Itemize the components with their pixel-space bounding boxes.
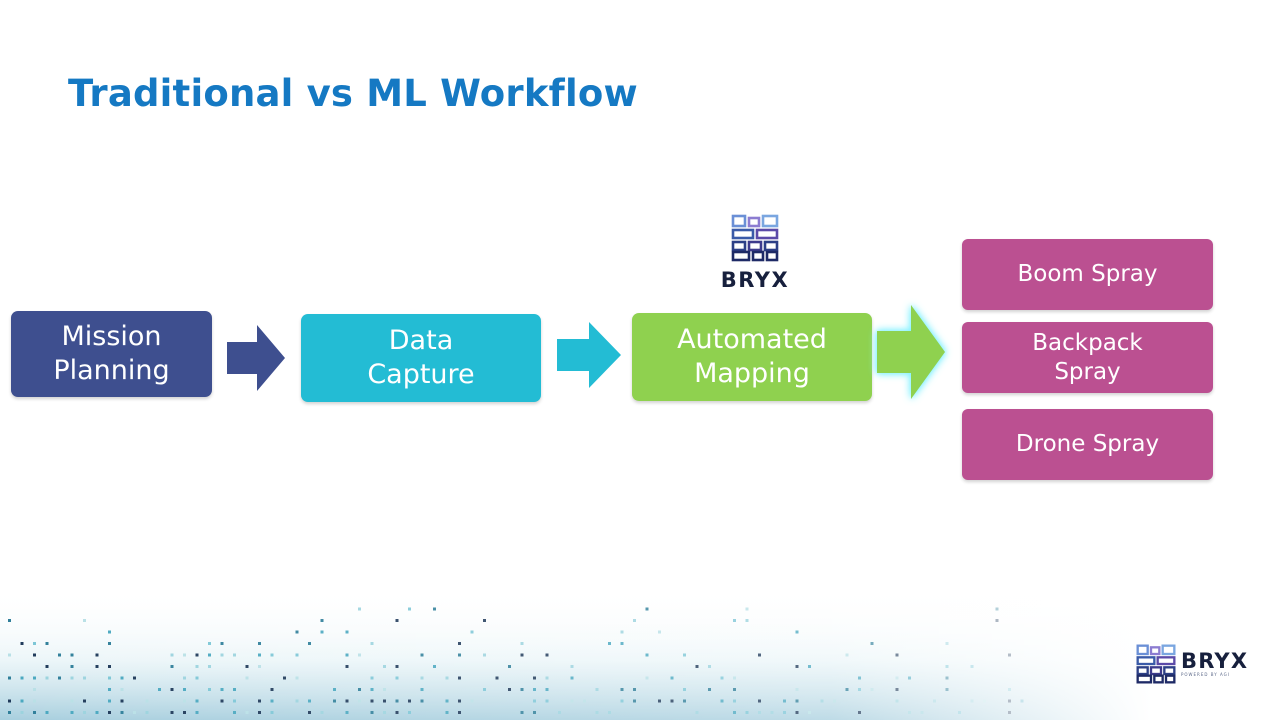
option-boom-spray: Boom Spray <box>962 239 1213 310</box>
step-data-capture-line1: Data <box>388 325 454 356</box>
step-automated-mapping-line1: Automated <box>677 324 827 355</box>
step-data-capture: Data Capture <box>301 314 541 402</box>
step-mission-planning-line1: Mission <box>61 321 162 352</box>
dot-pattern-decoration <box>0 588 1280 720</box>
bryx-corner-logo: BRYX POWERED BY AGI <box>1136 644 1248 684</box>
bryx-logo: BRYX <box>720 214 790 292</box>
step-mission-planning: Mission Planning <box>11 311 212 397</box>
step-data-capture-line2: Capture <box>367 359 475 390</box>
bryx-corner-logo-tagline: POWERED BY AGI <box>1181 672 1230 677</box>
step-automated-mapping-line2: Mapping <box>694 358 810 389</box>
option-backpack-spray: Backpack Spray <box>962 322 1213 393</box>
arrow-right-icon <box>227 325 285 391</box>
bryx-logo-icon <box>1136 644 1176 684</box>
bryx-logo-icon <box>731 214 779 262</box>
step-mission-planning-line2: Planning <box>53 355 170 386</box>
option-boom-spray-label: Boom Spray <box>1017 261 1158 287</box>
bryx-logo-text: BRYX <box>720 268 790 292</box>
option-backpack-spray-line2: Spray <box>1054 358 1121 385</box>
arrow-right-icon <box>557 322 621 388</box>
bryx-corner-logo-text: BRYX <box>1181 649 1249 673</box>
step-automated-mapping: Automated Mapping <box>632 313 872 401</box>
slide-title: Traditional vs ML Workflow <box>68 72 638 115</box>
option-drone-spray: Drone Spray <box>962 409 1213 480</box>
option-backpack-spray-line1: Backpack <box>1032 329 1143 356</box>
option-drone-spray-label: Drone Spray <box>1015 431 1160 457</box>
arrow-right-icon <box>877 305 945 399</box>
